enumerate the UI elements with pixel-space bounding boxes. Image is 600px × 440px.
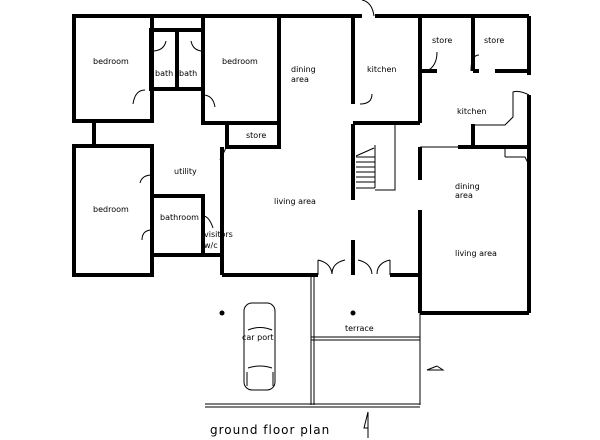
label-car-port: car port bbox=[242, 333, 274, 342]
car-icon bbox=[243, 302, 276, 391]
plan-title: ground floor plan bbox=[210, 423, 330, 437]
label-bedroom-3: bedroom bbox=[93, 205, 129, 214]
label-dining-left-2: area bbox=[291, 75, 309, 84]
walls bbox=[72, 14, 531, 315]
label-dining-right-1: dining bbox=[455, 182, 480, 191]
terrace-and-carport bbox=[205, 275, 445, 438]
wall-bedroom-1 bbox=[72, 14, 154, 123]
label-living-right: living area bbox=[455, 249, 497, 258]
doors bbox=[132, 0, 531, 275]
label-bathroom: bathroom bbox=[160, 213, 199, 222]
label-kitchen-2: kitchen bbox=[457, 107, 486, 116]
label-living-left: living area bbox=[274, 197, 316, 206]
label-bedroom-1: bedroom bbox=[93, 57, 129, 66]
label-visitors: visitors bbox=[204, 230, 233, 239]
label-dining-left-1: dining bbox=[291, 65, 316, 74]
wall-bathroom bbox=[150, 194, 205, 257]
label-store-3: store bbox=[484, 36, 504, 45]
label-store-2: store bbox=[432, 36, 452, 45]
north-arrow-icon bbox=[363, 411, 369, 438]
wall-bedroom-2 bbox=[201, 14, 281, 125]
label-store-1: store bbox=[246, 131, 266, 140]
room-labels: bedroom bath bath bedroom store utility … bbox=[93, 36, 504, 342]
staircase bbox=[355, 125, 396, 191]
label-bath-1: bath bbox=[155, 69, 173, 78]
label-dining-right-2: area bbox=[455, 191, 473, 200]
label-utility: utility bbox=[174, 167, 197, 176]
label-bedroom-2: bedroom bbox=[222, 57, 258, 66]
label-wc: w/c bbox=[204, 241, 218, 250]
level-marker-icon bbox=[426, 365, 445, 371]
label-terrace: terrace bbox=[345, 324, 374, 333]
label-kitchen-1: kitchen bbox=[367, 65, 396, 74]
label-bath-2: bath bbox=[179, 69, 197, 78]
